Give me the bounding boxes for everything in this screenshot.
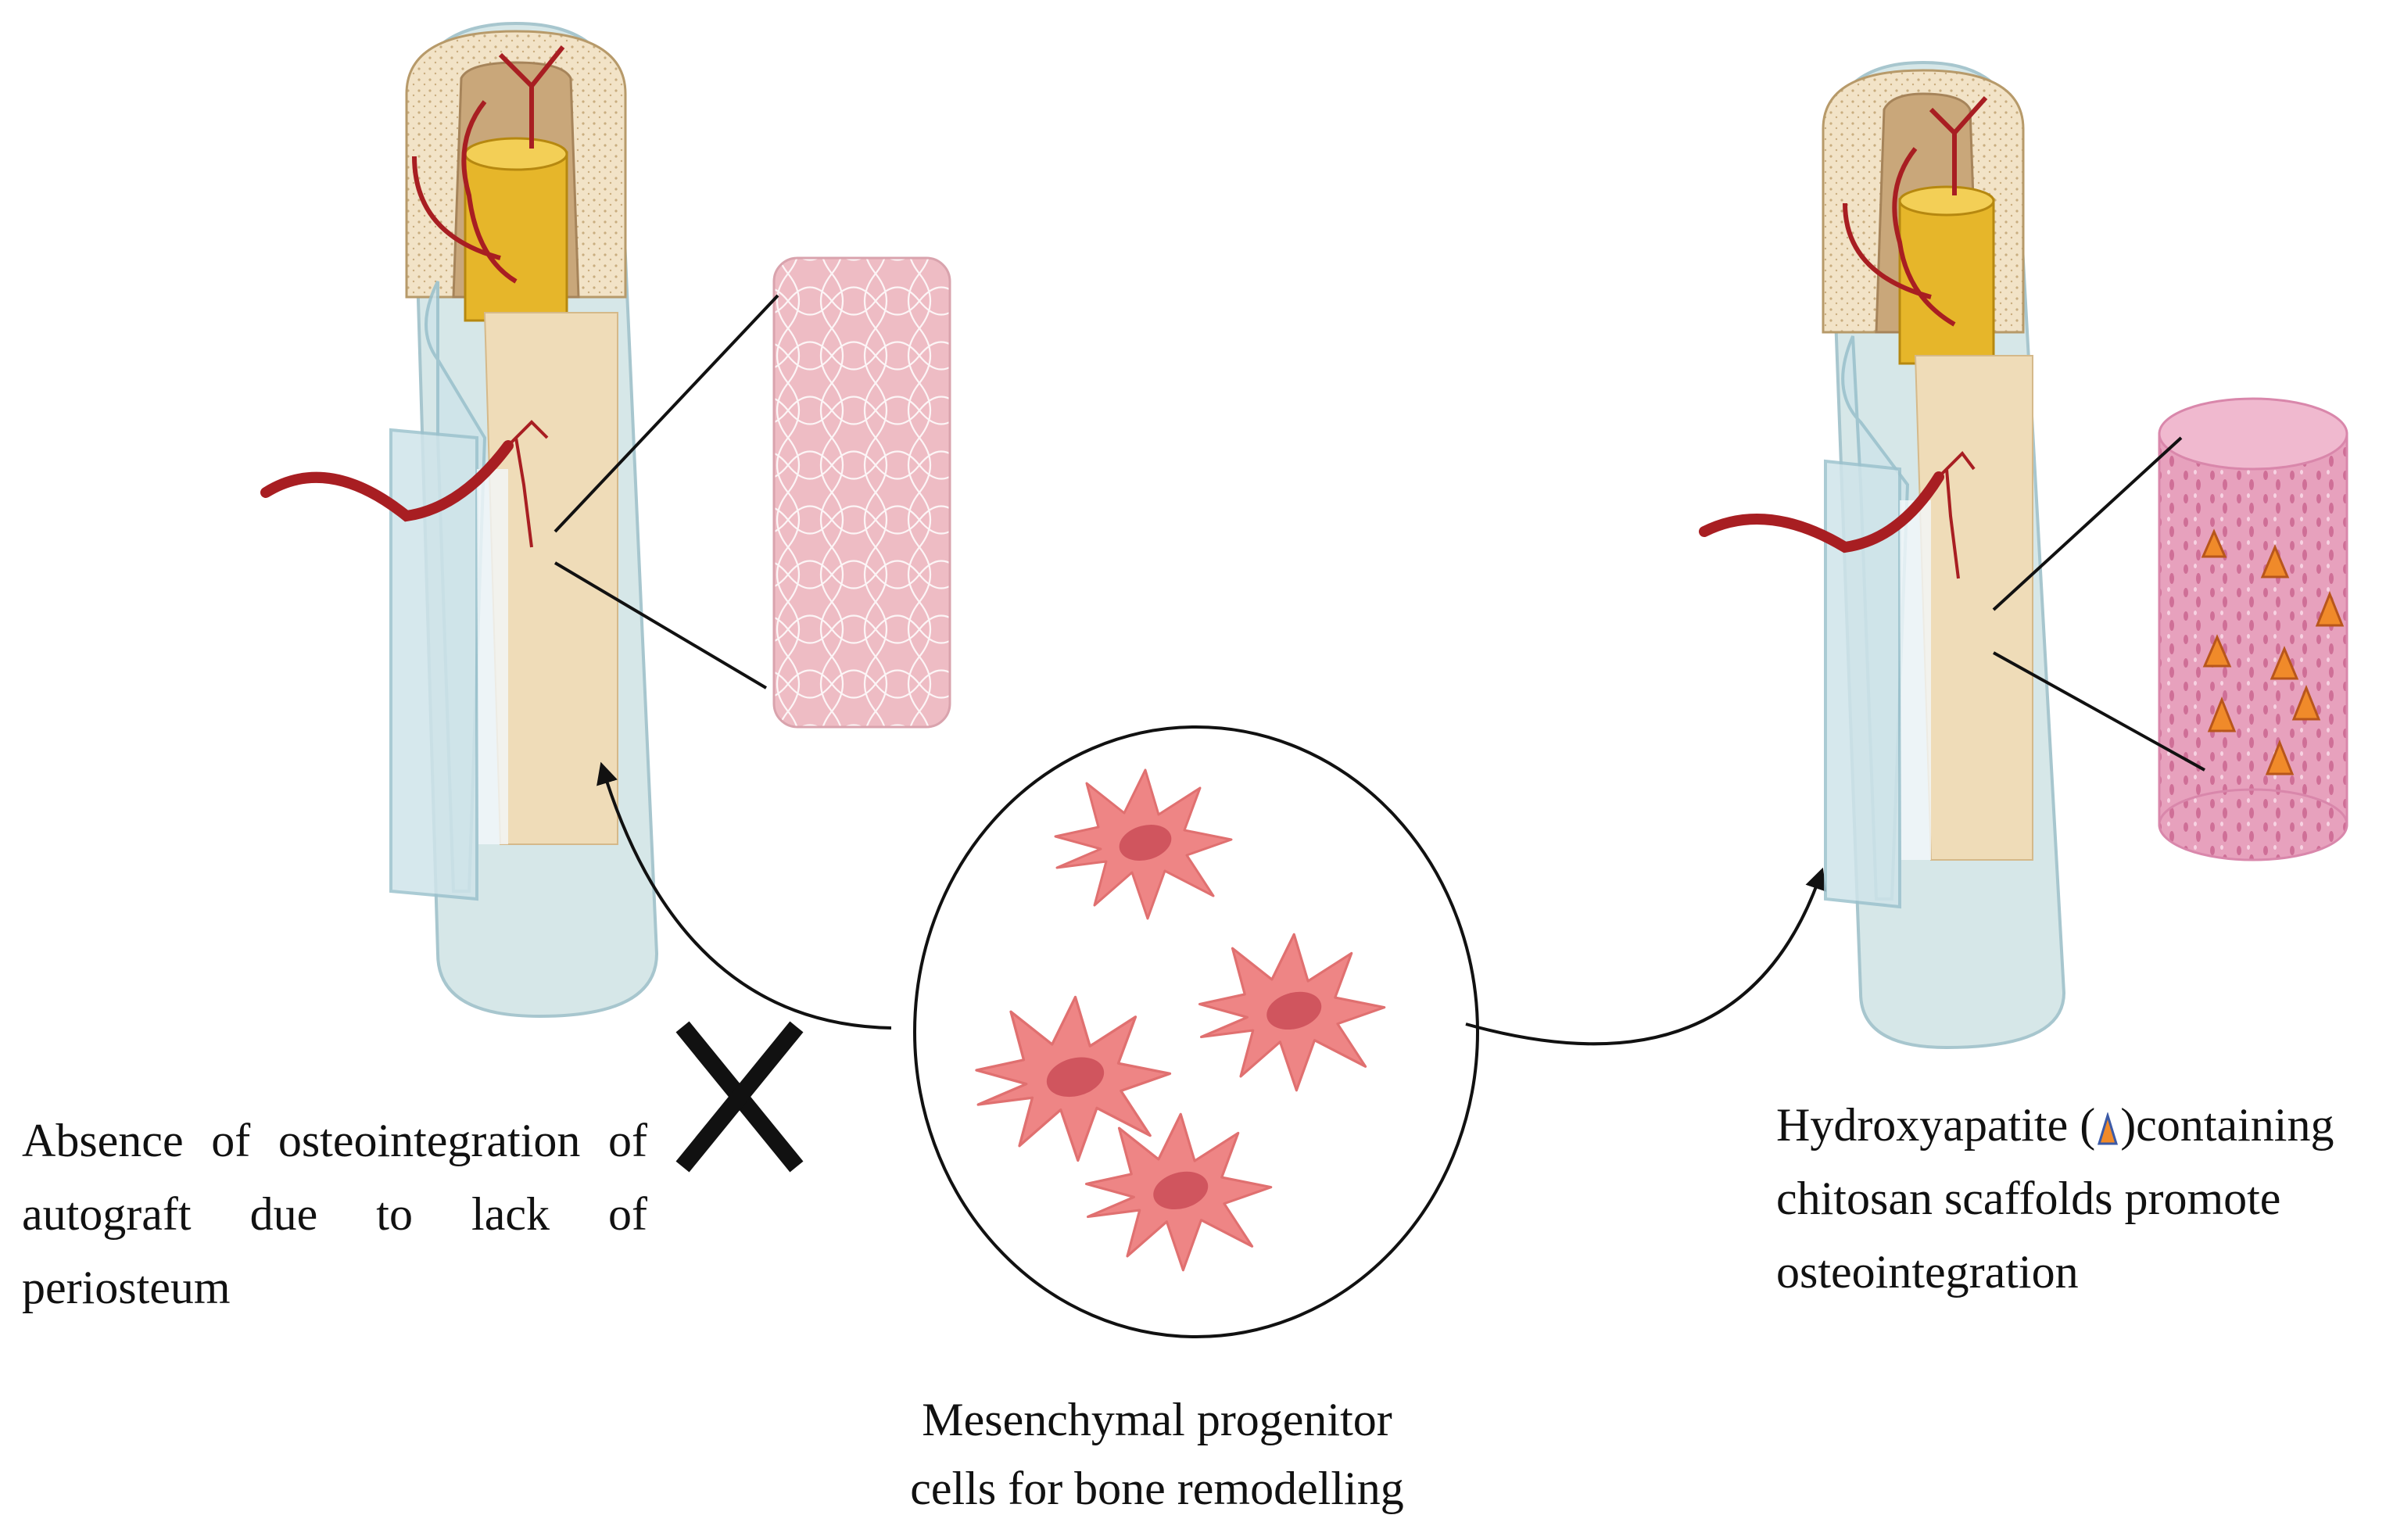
hydroxyapatite-triangle-icon [2098, 1112, 2119, 1145]
right-bone-illustration [1699, 60, 2066, 1050]
center-caption-line-2: cells for bone remodelling [910, 1463, 1404, 1514]
arrow-to-left-bone [596, 761, 892, 1030]
right-caption-line-2: chitosan scaffolds promote [1776, 1173, 2281, 1224]
right-caption-suffix: )containing [2120, 1099, 2334, 1151]
left-caption-line-2: autograft due to lack of [22, 1188, 647, 1240]
center-caption-line-1: Mesenchymal progenitor [922, 1394, 1392, 1445]
arrow-to-right-bone [1465, 867, 1827, 1046]
progenitor-cells-group [913, 725, 1479, 1338]
mesh-scaffold [554, 256, 951, 729]
right-caption: Hydroxyapatite ( )containing chitosan sca… [1776, 1088, 2370, 1309]
left-caption-line-3: periosteum [22, 1262, 231, 1313]
right-caption-line-1: Hydroxyapatite ( )containing [1776, 1088, 2370, 1162]
right-caption-line-3: osteointegration [1776, 1246, 2079, 1298]
center-caption: Mesenchymal progenitor cells for bone re… [844, 1385, 1470, 1523]
x-cross-icon [675, 1021, 804, 1173]
right-caption-prefix: Hydroxyapatite ( [1776, 1099, 2096, 1151]
left-bone-illustration [260, 21, 659, 1019]
left-caption: Absence of osteointegration of autograft… [22, 1104, 647, 1324]
porous-scaffold [1992, 397, 2348, 861]
hydroxyapatite-particles [2201, 528, 2345, 775]
left-caption-line-1: Absence of osteointegration of [22, 1115, 647, 1166]
